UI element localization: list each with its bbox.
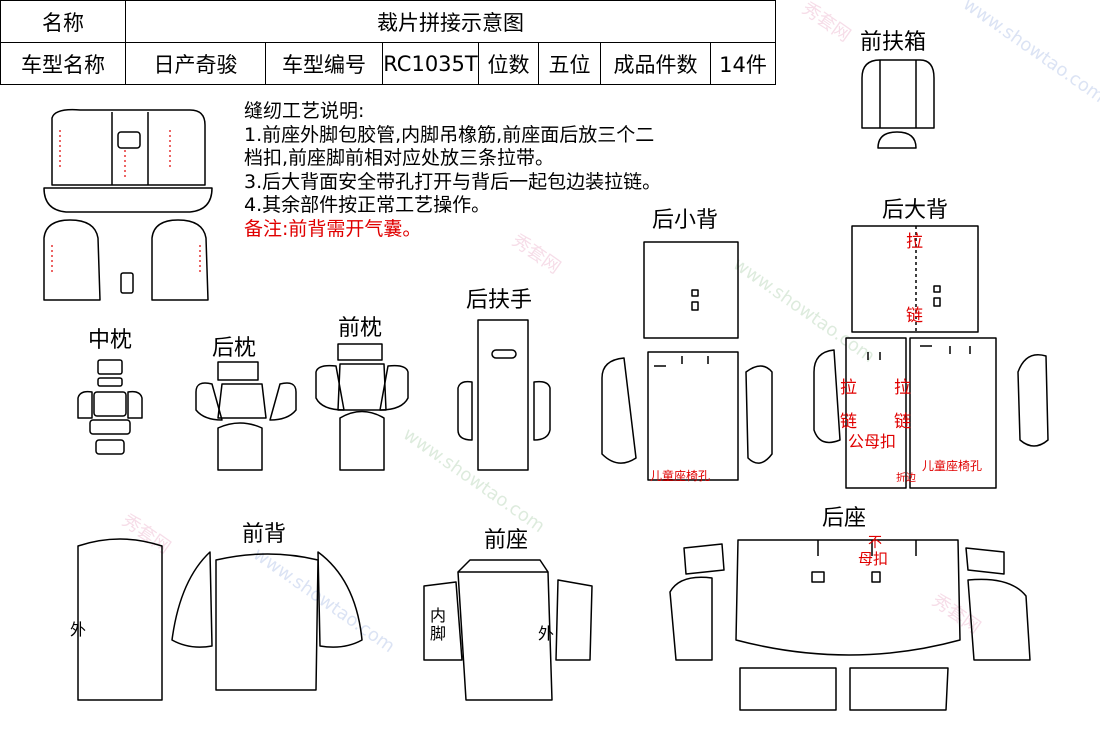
annotation-inner-leg-2: 脚: [430, 624, 447, 643]
annotation-outer-back: 外: [70, 620, 87, 639]
model-name-value: 日产奇骏: [125, 42, 266, 85]
notes-line-3: 3.后大背面安全带孔打开与背后一起包边装拉链。: [244, 170, 662, 193]
front-armrest-box-drawing: [861, 59, 935, 149]
info-table: 名称 裁片拼接示意图 车型名称 日产奇骏 车型编号 RC1035T 位数 五位 …: [0, 0, 776, 85]
rear-seat-drawing: [669, 539, 1031, 711]
annotation-child-seat-hole-small: 儿童座椅孔: [650, 469, 711, 483]
name-label: 名称: [0, 0, 126, 43]
label-front-pillow: 前枕: [338, 316, 383, 341]
sewing-notes: 缝纫工艺说明: 1.前座外脚包胶管,内脚吊橡筋,前座面后放三个二 档扣,前座脚前…: [244, 100, 661, 241]
label-front-armrest-box: 前扶箱: [860, 30, 927, 55]
annotation-child-seat-hole-big: 儿童座椅孔: [922, 459, 983, 473]
front-seat-drawing: [423, 559, 593, 701]
annotation-edge-binding: 折边: [896, 473, 916, 484]
notes-remark: 备注:前背需开气囊。: [244, 217, 422, 240]
seats-value: 五位: [538, 42, 601, 85]
pieces-label: 成品件数: [600, 42, 711, 85]
model-code-value: RC1035T: [382, 42, 479, 85]
annotation-outer-seat: 外: [538, 624, 555, 643]
label-front-seat: 前座: [484, 528, 529, 553]
model-name-label: 车型名称: [0, 42, 126, 85]
notes-line-2: 档扣,前座脚前相对应处放三条拉带。: [244, 147, 555, 169]
annotation-female-buckle-2: 母扣: [858, 550, 889, 568]
rear-pillow-drawing: [195, 361, 297, 471]
notes-title: 缝纫工艺说明:: [244, 100, 365, 122]
annotation-zipper-top: 拉: [906, 232, 923, 252]
annotation-inner-leg-1: 内: [430, 606, 447, 625]
notes-line-4: 4.其余部件按正常工艺操作。: [244, 194, 491, 216]
label-front-back: 前背: [242, 522, 287, 547]
pieces-value: 14件: [710, 42, 776, 85]
rear-big-back-drawing: [813, 225, 1049, 489]
annotation-zipper-right-2: 链: [894, 412, 911, 432]
annotation-male-female-buckle: 公母扣: [848, 432, 897, 451]
model-code-label: 车型编号: [265, 42, 383, 85]
label-rear-seat: 后座: [822, 506, 867, 531]
annotation-female-buckle-1: 不: [868, 535, 882, 551]
middle-pillow-drawing: [77, 359, 143, 455]
rear-small-back-drawing: [601, 241, 773, 481]
annotation-zipper-left-1: 拉: [840, 378, 857, 398]
front-pillow-drawing: [315, 343, 409, 471]
label-rear-armrest: 后扶手: [466, 288, 533, 313]
assembled-rear-seat-drawing: [43, 108, 213, 301]
seats-label: 位数: [478, 42, 539, 85]
front-back-drawing: [77, 538, 363, 701]
label-rear-big-back: 后大背: [882, 198, 949, 223]
annotation-zipper-left-2: 链: [840, 412, 857, 432]
label-rear-small-back: 后小背: [652, 208, 719, 233]
notes-line-1: 1.前座外脚包胶管,内脚吊橡筋,前座面后放三个二: [244, 123, 655, 146]
label-rear-pillow: 后枕: [212, 336, 257, 361]
annotation-zipper-right-1: 拉: [894, 378, 911, 398]
name-value: 裁片拼接示意图: [125, 0, 776, 43]
annotation-zipper-bottom: 链: [906, 306, 923, 326]
rear-armrest-drawing: [457, 319, 551, 471]
label-middle-pillow: 中枕: [88, 328, 133, 353]
